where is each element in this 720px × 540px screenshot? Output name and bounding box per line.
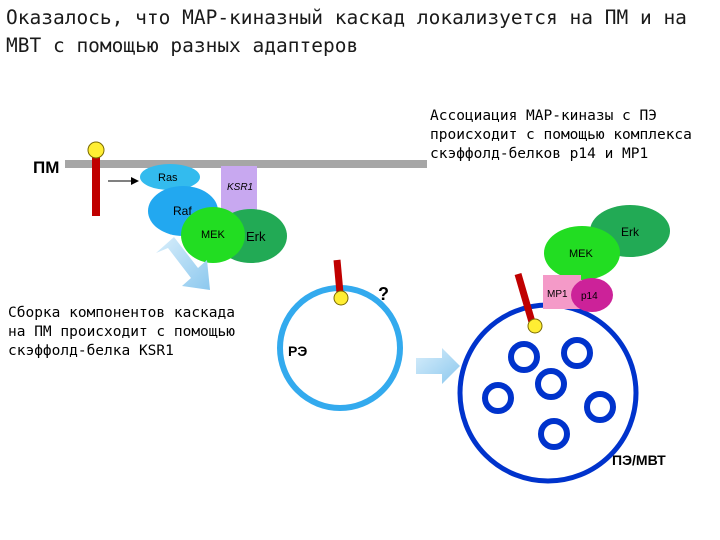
mek-right-label: MEK: [569, 248, 594, 260]
intraluminal-vesicle: [535, 368, 567, 400]
intraluminal-vesicle: [482, 382, 514, 414]
pe-mvt-label: ПЭ/МВТ: [612, 452, 666, 468]
flow-arrow-1: [156, 237, 210, 290]
erk-right-label: Erk: [621, 225, 640, 239]
mvb-receptor: [514, 273, 536, 323]
ksr1-label: KSR1: [227, 182, 253, 193]
mp1-label: MP1: [547, 289, 568, 300]
erk-left-label: Erk: [246, 229, 266, 244]
note-ksr1: Сборка компонентов каскада на ПМ происхо…: [8, 305, 235, 359]
flow-arrow-2: [416, 348, 460, 384]
intraluminal-vesicle: [508, 341, 540, 373]
pm-ligand: [87, 141, 105, 159]
endosome-receptor: [333, 259, 344, 294]
ksr1-scaffold: [221, 166, 257, 216]
note-mp1-p14: Ассоциация MAP-киназы с ПЭ происходит с …: [430, 108, 692, 162]
pm-receptor: [92, 156, 100, 216]
mek-left-label: MEK: [201, 229, 226, 241]
mek-protein-right: [544, 226, 620, 280]
intraluminal-vesicle: [561, 337, 593, 369]
p14-scaffold: [571, 278, 613, 312]
mvb-ligand: [527, 318, 543, 334]
re-label: РЭ: [288, 343, 307, 359]
ras-label: Ras: [158, 172, 178, 184]
mek-protein-left: [181, 207, 245, 263]
question-mark: ?: [378, 284, 389, 304]
intraluminal-vesicle: [584, 391, 616, 423]
raf-label: Raf: [173, 204, 192, 218]
plasma-membrane: [65, 160, 427, 168]
ras-protein: [140, 164, 200, 190]
intraluminal-vesicle: [538, 418, 570, 450]
endosome-ligand: [333, 290, 349, 306]
slide-title: Оказалось, что MAP-киназный каскад локал…: [6, 6, 687, 57]
p14-label: p14: [581, 291, 598, 302]
pm-label: ПМ: [33, 158, 59, 177]
